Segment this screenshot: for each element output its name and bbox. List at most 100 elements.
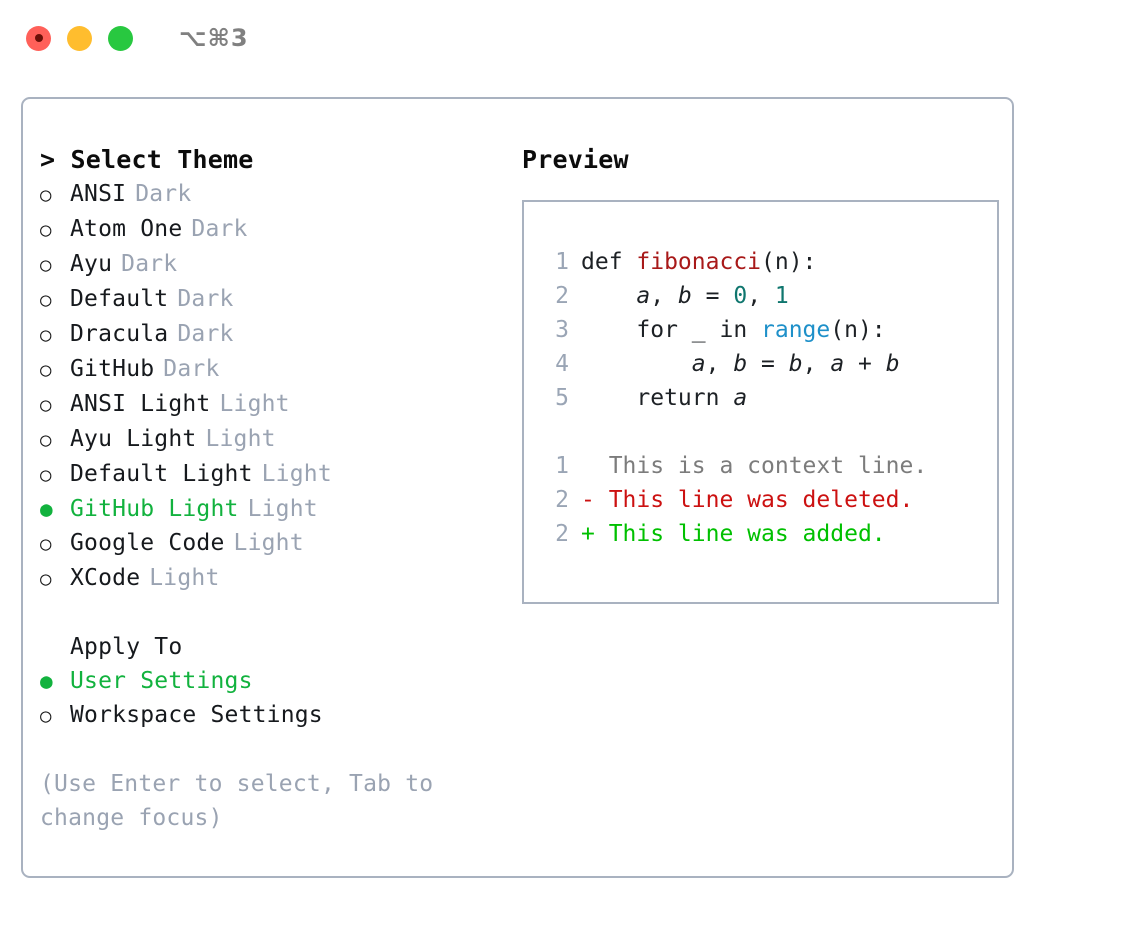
theme-option-default-light[interactable]: ○ Default Light Light [40,457,500,492]
code-token-plain: def [581,249,637,275]
code-line-number: 1 [555,249,569,275]
theme-option-label: ANSI [70,181,127,207]
preview-heading: Preview [522,145,629,174]
theme-option-default[interactable]: ○ Default Dark [40,282,500,317]
diff-sample: 1 This is a context line.2- This line wa… [543,449,997,551]
code-token-ident: a [830,351,845,377]
theme-option-label: Default Light [70,461,253,487]
diff-line-content: - This line was deleted. [581,487,914,513]
theme-option-variant-badge: Light [149,565,220,591]
theme-option-variant-badge: Dark [163,356,220,382]
code-token-plain: , [747,283,775,309]
radio-unselected-icon: ○ [40,464,52,486]
code-token-call: range [761,317,831,343]
code-line: 2 a, b = 0, 1 [543,279,997,313]
theme-option-variant-badge: Light [247,496,318,522]
theme-option-variant-badge: Dark [177,321,234,347]
theme-option-variant-badge: Light [219,391,290,417]
code-token-ident: b [788,351,803,377]
code-token-ident: a [691,351,706,377]
code-line-content: return a [581,381,747,415]
code-line: 1 def fibonacci(n): [543,245,997,279]
keyboard-hint-text: (Use Enter to select, Tab to change focu… [40,771,434,831]
code-line-content: for _ in range(n): [581,313,886,347]
code-line-number: 3 [555,317,569,343]
code-token-ident: b [885,351,900,377]
code-token-ident: a [733,385,748,411]
code-token-ident: b [677,283,692,309]
code-line-content: a, b = b, a + b [581,347,900,381]
radio-unselected-icon: ○ [40,254,52,276]
code-token-plain: = [747,351,789,377]
theme-option-label: Default [70,286,169,312]
code-line: 3 for _ in range(n): [543,313,997,347]
code-token-plain: (n): [830,317,886,343]
radio-unselected-icon: ○ [40,324,52,346]
apply-to-heading: Apply To [70,634,183,660]
theme-option-variant-badge: Light [261,461,332,487]
theme-option-label: XCode [70,565,141,591]
radio-selected-icon: ● [40,497,53,521]
code-token-plain: = [691,283,734,309]
diff-line-added: 2+ This line was added. [543,517,997,551]
apply-to-option-label: Workspace Settings [70,702,323,728]
title-bar: ⌥⌘3 [0,0,1140,76]
code-token-plain: , [650,283,678,309]
apply-to-list[interactable]: ●User Settings ○ Workspace Settings [40,664,500,733]
theme-option-variant-badge: Dark [135,181,192,207]
maximize-button-icon[interactable] [108,25,133,51]
code-token-plain: return [581,385,734,411]
theme-option-label: GitHub [70,356,155,382]
code-token-plain: (n): [761,249,817,275]
diff-line-number: 1 [555,453,569,479]
theme-option-variant-badge: Light [233,530,304,556]
radio-unselected-icon: ○ [40,359,52,381]
apply-to-option-user-settings[interactable]: ●User Settings [40,664,500,698]
code-token-plain: for _ in [581,317,762,343]
theme-option-ansi[interactable]: ○ ANSI Dark [40,177,500,212]
theme-option-label: Ayu [70,251,113,277]
code-line-content: def fibonacci(n): [581,245,816,279]
keyboard-shortcut-label: ⌥⌘3 [179,24,249,52]
theme-option-github[interactable]: ○ GitHub Dark [40,352,500,387]
code-token-plain [581,351,692,377]
code-line: 4 a, b = b, a + b [543,347,997,381]
code-line-number: 2 [555,283,569,309]
theme-option-variant-badge: Dark [191,216,248,242]
code-token-num: 0 [733,283,748,309]
code-token-ident: b [733,351,748,377]
theme-option-label: ANSI Light [70,391,211,417]
code-token-num: 1 [774,283,789,309]
apply-to-option-label: User Settings [70,668,253,694]
close-button-icon[interactable] [26,25,51,51]
code-token-plain: , [802,351,831,377]
radio-unselected-icon: ○ [40,705,52,727]
code-token-plain: + [844,351,886,377]
radio-unselected-icon: ○ [40,184,52,206]
code-line: 5 return a [543,381,997,415]
theme-option-label: Ayu Light [70,426,197,452]
diff-line-content: + This line was added. [581,521,886,547]
window-controls [26,25,133,51]
radio-unselected-icon: ○ [40,429,52,451]
diff-line-context: 1 This is a context line. [543,449,997,483]
code-token-plain [581,283,636,309]
select-theme-heading: > Select Theme [40,145,254,174]
apply-to-option-workspace-settings[interactable]: ○ Workspace Settings [40,698,500,733]
theme-option-label: Atom One [70,216,183,242]
theme-option-variant-badge: Dark [177,286,234,312]
radio-unselected-icon: ○ [40,289,52,311]
minimize-button-icon[interactable] [67,25,92,51]
